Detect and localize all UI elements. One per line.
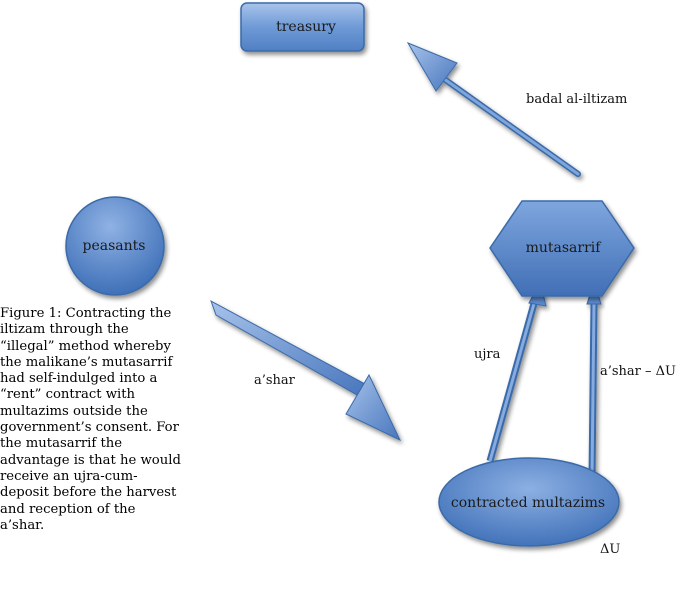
delta-u-label: ΔU: [600, 542, 620, 557]
treasury-node: [240, 2, 365, 52]
ujra-label: ujra: [474, 347, 501, 362]
peasants-node: [65, 196, 165, 296]
ashar-minus-arrow: [586, 280, 602, 479]
mutasarrif-label: mutasarrif: [526, 240, 603, 256]
contracted-multazims-node: [438, 457, 620, 547]
contracted-multazims-label: contracted multazims: [451, 495, 605, 511]
mutasarrif-node: [489, 200, 635, 297]
badal-arrow: [406, 41, 581, 177]
ashar-label: a’shar: [254, 373, 296, 388]
ujra-arrow: [486, 280, 547, 462]
ashar-arrow: [210, 299, 402, 442]
figure-caption: Figure 1: Contracting the iltizam throug…: [0, 306, 181, 533]
treasury-label: treasury: [276, 19, 336, 35]
ashar-minus-label: a’shar – ΔU: [600, 364, 676, 379]
badal-label: badal al-iltizam: [526, 92, 627, 107]
peasants-label: peasants: [83, 238, 146, 254]
